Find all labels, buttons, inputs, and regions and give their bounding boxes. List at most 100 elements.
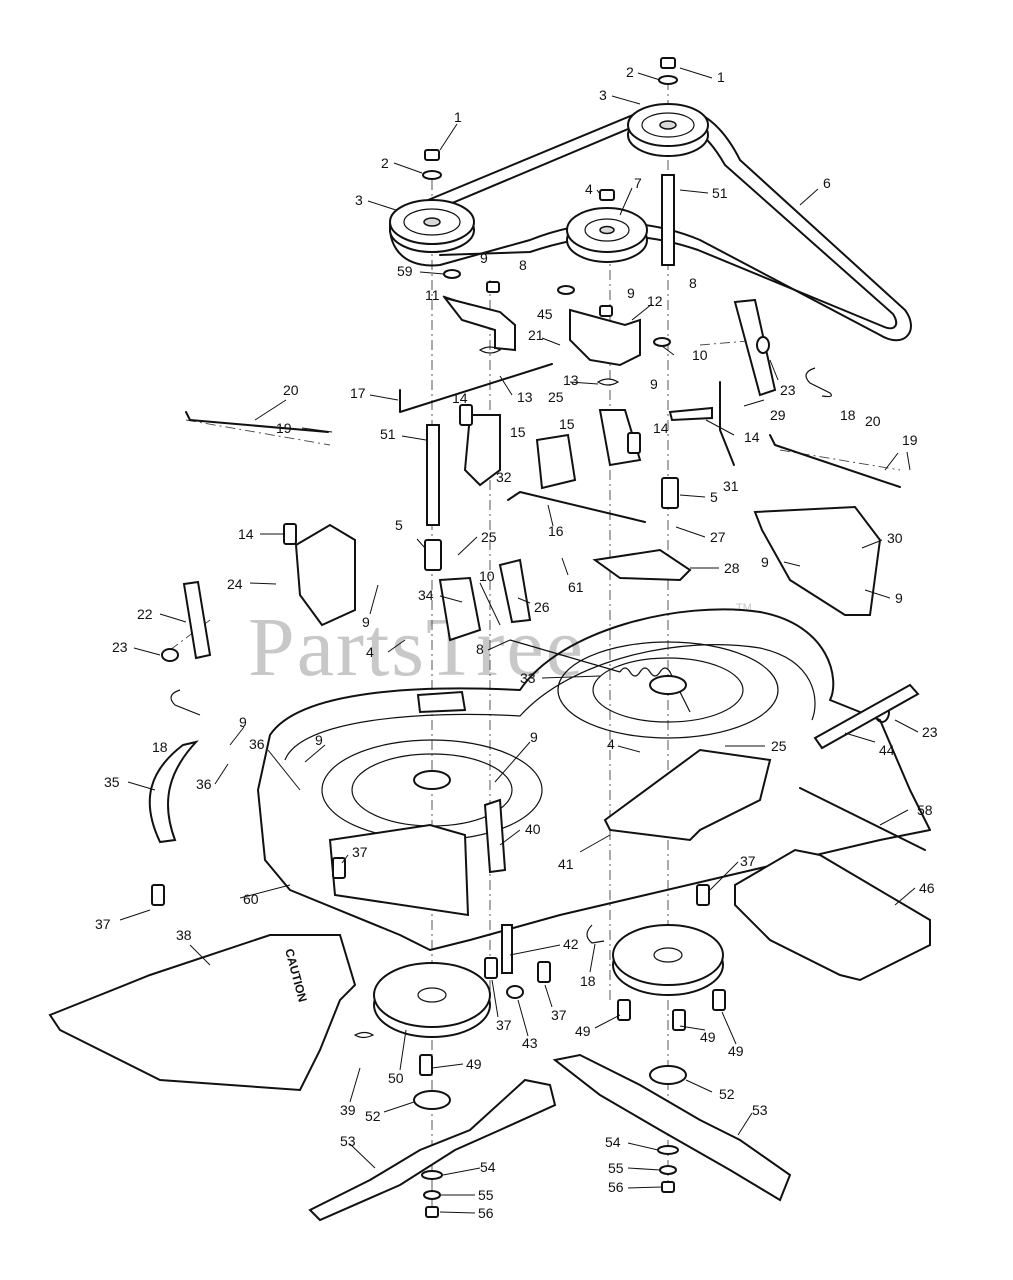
callout: 40 [525, 821, 541, 837]
hardware-bottom [421, 1145, 679, 1218]
callout: 52 [365, 1108, 381, 1124]
chute-spring [353, 1031, 375, 1039]
callout: 19 [276, 420, 292, 436]
callout: 51 [380, 426, 396, 442]
callout: 37 [551, 1007, 567, 1023]
callout: 44 [879, 742, 895, 758]
callout: 10 [692, 347, 708, 363]
callout: 18 [580, 973, 596, 989]
callout: 16 [548, 523, 564, 539]
callout: 9 [239, 714, 247, 730]
callout: 45 [537, 306, 553, 322]
callout: 9 [627, 285, 635, 301]
callout: 37 [740, 853, 756, 869]
callout: 46 [919, 880, 935, 896]
brackets-mid [182, 406, 882, 660]
callout: 59 [397, 263, 413, 279]
callout: 25 [481, 529, 497, 545]
callout: 4 [366, 644, 374, 660]
callout: 49 [575, 1023, 591, 1039]
callout: 49 [700, 1029, 716, 1045]
callout: 3 [599, 87, 607, 103]
callout: 13 [563, 372, 579, 388]
bearings [413, 1065, 687, 1110]
callout: 5 [395, 517, 403, 533]
callout: 49 [728, 1043, 744, 1059]
callout: 9 [530, 729, 538, 745]
callout: 2 [381, 155, 389, 171]
callout: 25 [548, 389, 564, 405]
callout: 23 [780, 382, 796, 398]
springs-13 [478, 346, 620, 386]
spindle-shafts [426, 174, 675, 526]
callout: 4 [607, 736, 615, 752]
callout: 56 [478, 1205, 494, 1221]
callout: 17 [350, 385, 366, 401]
callout: 50 [388, 1070, 404, 1086]
leader-lines [119, 67, 919, 1214]
callout: 23 [922, 724, 938, 740]
stabilizer-bracket [734, 848, 931, 982]
callout: 55 [478, 1187, 494, 1203]
callout: 7 [634, 175, 642, 191]
callout: 14 [238, 526, 254, 542]
baffle [148, 740, 199, 844]
callout: 8 [519, 257, 527, 273]
callout: 18 [840, 407, 856, 423]
callout-numbers: 1 2 3 1 2 3 4 7 51 6 59 9 8 45 9 12 8 11… [95, 64, 938, 1221]
rods [185, 363, 901, 523]
callout: 9 [480, 250, 488, 266]
callout: 53 [752, 1102, 768, 1118]
callout: 33 [520, 670, 536, 686]
callout: 53 [340, 1133, 356, 1149]
callout: 39 [340, 1102, 356, 1118]
idler-brackets [442, 296, 777, 397]
callout: 31 [723, 478, 739, 494]
discharge-chute: CAUTION [48, 934, 357, 1092]
callout: 18 [152, 739, 168, 755]
callout: 8 [689, 275, 697, 291]
callout: 49 [466, 1056, 482, 1072]
callout: 42 [563, 936, 579, 952]
callout: 24 [227, 576, 243, 592]
callout: 14 [744, 429, 760, 445]
hardware-top [422, 57, 678, 347]
callout: 36 [249, 736, 265, 752]
callout: 26 [534, 599, 550, 615]
callout: 60 [243, 891, 259, 907]
callout: 3 [355, 192, 363, 208]
callout: 37 [352, 844, 368, 860]
callout: 14 [653, 420, 669, 436]
callout: 21 [528, 327, 544, 343]
callout: 10 [479, 568, 495, 584]
callout: 41 [558, 856, 574, 872]
callout: 38 [176, 927, 192, 943]
callout: 34 [418, 587, 434, 603]
callout: 56 [608, 1179, 624, 1195]
watermark-trademark: TM [736, 602, 752, 614]
tension-spring [509, 639, 691, 713]
callout: 9 [895, 590, 903, 606]
callout: 2 [626, 64, 634, 80]
callout: 4 [585, 181, 593, 197]
callout: 29 [770, 407, 786, 423]
callout: 13 [517, 389, 533, 405]
callout: 9 [315, 732, 323, 748]
callout: 25 [771, 738, 787, 754]
callout: 30 [887, 530, 903, 546]
callout: 61 [568, 579, 584, 595]
deck-pulley-left [389, 199, 475, 253]
callout: 54 [480, 1159, 496, 1175]
callout: 52 [719, 1086, 735, 1102]
shafts-44-58 [799, 683, 926, 851]
callout: 20 [865, 413, 881, 429]
callout: 9 [761, 554, 769, 570]
blades [308, 1053, 792, 1222]
callout: 51 [712, 185, 728, 201]
callout: 5 [710, 489, 718, 505]
callout: 22 [137, 606, 153, 622]
bolts [151, 404, 726, 1076]
callout: 55 [608, 1160, 624, 1176]
callout: 9 [650, 376, 658, 392]
